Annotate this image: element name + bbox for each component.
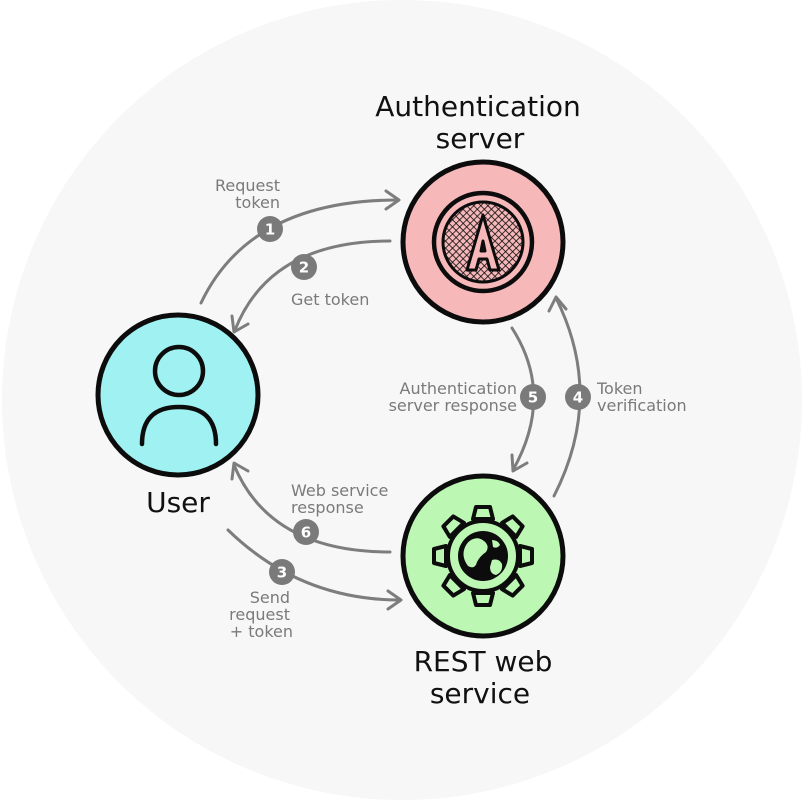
gear-tooth [471, 505, 495, 521]
person-icon [139, 344, 219, 447]
step-number-2: 2 [299, 259, 309, 277]
auth-server-node: Authentication server [375, 90, 581, 325]
step-4-label-line-2: verification [597, 396, 687, 415]
rest-title-line-2: service [430, 677, 530, 710]
rest-service-node: REST web service [400, 473, 566, 710]
angular-logo-icon [431, 190, 535, 294]
step-number-4: 4 [573, 389, 583, 407]
gear-tooth [518, 544, 534, 568]
arrowhead-token-verification [547, 295, 568, 313]
step-1-label-line-1: Request [215, 176, 280, 195]
step-number-5: 5 [528, 389, 538, 407]
auth-title-line-1: Authentication [375, 90, 581, 123]
gear-tooth [441, 573, 466, 598]
arrowhead-send-request [386, 589, 403, 611]
step-number-6: 6 [301, 524, 311, 542]
step-badge-1: 1 [257, 216, 283, 242]
gear-tooth [500, 573, 525, 598]
step-badge-2: 2 [291, 254, 317, 280]
step-badge-4: 4 [565, 384, 591, 410]
step-badges: 1 2 3 4 5 6 [257, 216, 591, 585]
step-badge-3: 3 [269, 559, 295, 585]
user-title: User [146, 486, 210, 519]
arrow-web-service-response [232, 463, 392, 554]
step-3-label-line-2: request [229, 605, 290, 624]
arrow-send-request [226, 528, 402, 602]
step-5-label-line-2: server response [389, 396, 517, 415]
arrow-get-token [233, 239, 392, 332]
edge-labels: Request token Get token Send request + t… [215, 176, 687, 641]
arrowhead-auth-response [510, 453, 529, 473]
step-3-label-line-3: + token [230, 622, 293, 641]
step-3-label-line-1: Send [250, 588, 290, 607]
step-2-label-line-1: Get token [291, 290, 369, 309]
arrowhead-web-service-response [230, 461, 250, 481]
gear-tooth [441, 514, 466, 539]
step-badge-6: 6 [293, 519, 319, 545]
step-number-3: 3 [277, 564, 287, 582]
user-node: User [95, 312, 261, 519]
gear-tooth [432, 544, 448, 568]
gear-globe-icon [432, 505, 534, 607]
step-6-label-line-2: response [291, 498, 364, 517]
rest-title-line-1: REST web [414, 645, 553, 678]
step-5-label-line-1: Authentication [400, 379, 517, 398]
step-badge-5: 5 [520, 384, 546, 410]
step-1-label-line-2: token [235, 193, 280, 212]
step-4-label-line-1: Token [596, 379, 643, 398]
gear-tooth [471, 591, 495, 607]
arrowhead-get-token [230, 314, 250, 334]
step-number-1: 1 [265, 221, 275, 239]
gear-tooth [500, 514, 525, 539]
auth-title-line-2: server [436, 122, 525, 155]
arrowhead-request-token [384, 189, 401, 211]
step-6-label-line-1: Web service [291, 481, 388, 500]
